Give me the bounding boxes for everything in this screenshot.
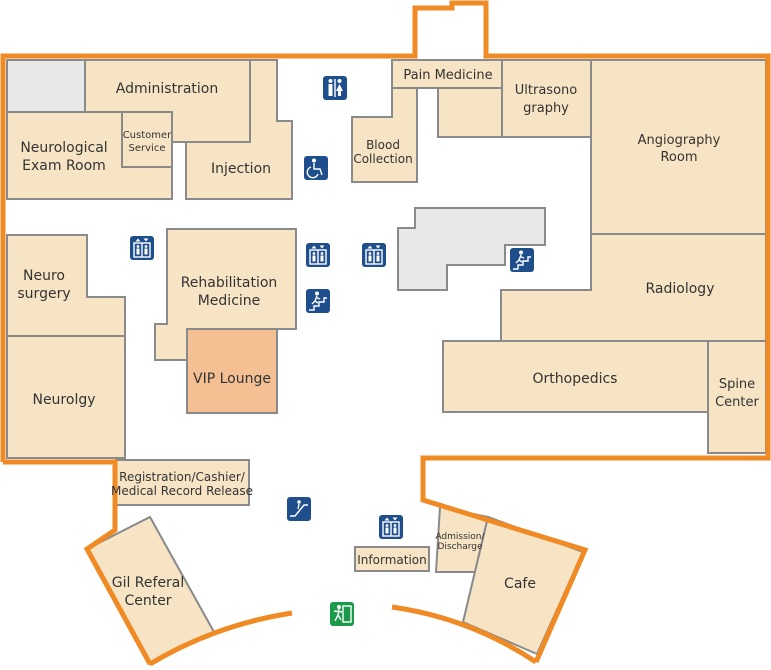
room-customer-service[interactable] (121, 111, 173, 168)
label-customer-service-1: Customer (123, 130, 172, 141)
label-spine-center-1: Spine (719, 377, 755, 392)
room-pain-medicine-annex[interactable] (437, 87, 503, 138)
label-angiography-1: Angiography (638, 133, 721, 148)
label-orthopedics: Orthopedics (533, 371, 618, 387)
accessible-restroom-icon[interactable] (304, 156, 328, 180)
elevator-icon-center[interactable] (305, 242, 331, 268)
stairs-icon-center[interactable] (305, 288, 331, 314)
label-angiography-2: Room (660, 150, 697, 165)
elevator-icon-west[interactable] (129, 235, 155, 261)
core-shaft (397, 207, 546, 291)
elevator-icon-east[interactable] (361, 242, 387, 268)
label-vip-lounge: VIP Lounge (193, 371, 271, 387)
label-neurology: Neurolgy (32, 392, 95, 408)
room-pain-medicine[interactable] (391, 59, 503, 89)
label-registration-1: Registration/Cashier/ (119, 470, 246, 484)
storage-room (6, 59, 86, 113)
label-admission-1: Admission/ (435, 532, 485, 542)
room-blood-collection[interactable] (351, 87, 418, 183)
label-information: Information (357, 553, 426, 567)
label-neurosurgery-1: Neuro (23, 268, 65, 284)
label-cafe: Cafe (504, 576, 536, 592)
label-administration: Administration (116, 81, 218, 97)
room-information[interactable] (354, 546, 430, 572)
label-neurosurgery-2: surgery (17, 286, 70, 302)
room-registration[interactable] (115, 459, 250, 506)
label-registration-2: Medical Record Release (111, 484, 253, 498)
label-admission-2: Discharge (437, 542, 483, 552)
stairs-icon-east[interactable] (509, 247, 535, 273)
label-neurological-exam-2: Exam Room (22, 158, 106, 174)
room-injection[interactable] (185, 59, 293, 200)
room-vip-lounge[interactable] (186, 328, 278, 414)
label-customer-service-2: Service (129, 143, 166, 154)
room-angiography[interactable] (590, 59, 767, 235)
room-orthopedics[interactable] (442, 340, 709, 413)
label-injection: Injection (211, 161, 271, 177)
restroom-icon[interactable] (323, 76, 347, 100)
exit-icon[interactable] (330, 602, 354, 626)
label-rehabilitation-1: Rehabilitation (181, 275, 278, 291)
label-spine-center-2: Center (715, 395, 759, 410)
label-pain-medicine: Pain Medicine (403, 68, 492, 83)
room-labels: Administration Neurological Exam Room Cu… (17, 68, 759, 609)
room-spine-center[interactable] (707, 340, 767, 454)
label-gil-referral-1: Gil Referal (112, 575, 185, 591)
label-neurological-exam-1: Neurological (20, 140, 107, 156)
label-gil-referral-2: Center (124, 593, 171, 609)
label-radiology: Radiology (646, 281, 715, 297)
room-ultrasonography[interactable] (501, 59, 592, 138)
label-ultrasonography-1: Ultrasono (515, 83, 578, 98)
label-blood-collection-2: Collection (353, 152, 412, 166)
elevator-icon-lobby[interactable] (378, 514, 404, 540)
room-neurology[interactable] (6, 335, 126, 459)
label-ultrasonography-2: graphy (523, 101, 569, 116)
room-radiology[interactable] (500, 233, 767, 342)
facility-icons (129, 76, 535, 626)
label-rehabilitation-2: Medicine (198, 293, 261, 309)
escalator-icon[interactable] (286, 496, 312, 522)
label-blood-collection-1: Blood (366, 138, 400, 152)
rooms (6, 59, 767, 666)
